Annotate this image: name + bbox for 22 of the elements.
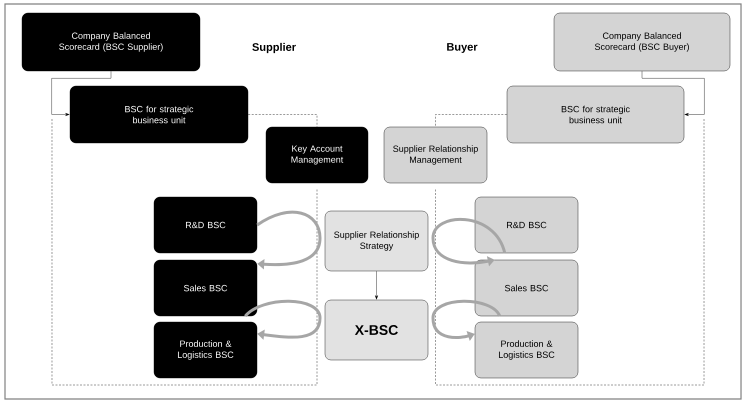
arrow (52, 71, 112, 116)
side-heading: Buyer (447, 43, 478, 53)
strategy-box: Supplier Relationship Strategy (324, 210, 428, 272)
connector-line (435, 114, 507, 127)
management-box: Supplier Relationship Management (384, 126, 488, 184)
x-bsc-box: X-BSC (324, 300, 428, 360)
business-unit-box: BSC for strategic business unit (70, 86, 248, 144)
business-unit-box: BSC for strategic business unit (506, 86, 684, 144)
bsc-box: Sales BSC (154, 260, 258, 316)
connector-line (248, 114, 318, 127)
bsc-box: Production & Logistics BSC (154, 322, 258, 378)
scorecard-box: Company Balanced Scorecard (BSC Supplier) (22, 12, 200, 72)
arrow (374, 271, 378, 300)
arrow (642, 71, 704, 116)
scorecard-box: Company Balanced Scorecard (BSC Buyer) (554, 12, 730, 72)
management-box: Key Account Management (266, 126, 368, 184)
bsc-box: Production & Logistics BSC (474, 322, 578, 378)
cycle-arrow (256, 210, 322, 270)
side-heading: Supplier (252, 42, 296, 54)
bsc-box: R&D BSC (154, 196, 258, 254)
bsc-box: R&D BSC (474, 196, 578, 254)
bsc-box: Sales BSC (474, 260, 578, 316)
